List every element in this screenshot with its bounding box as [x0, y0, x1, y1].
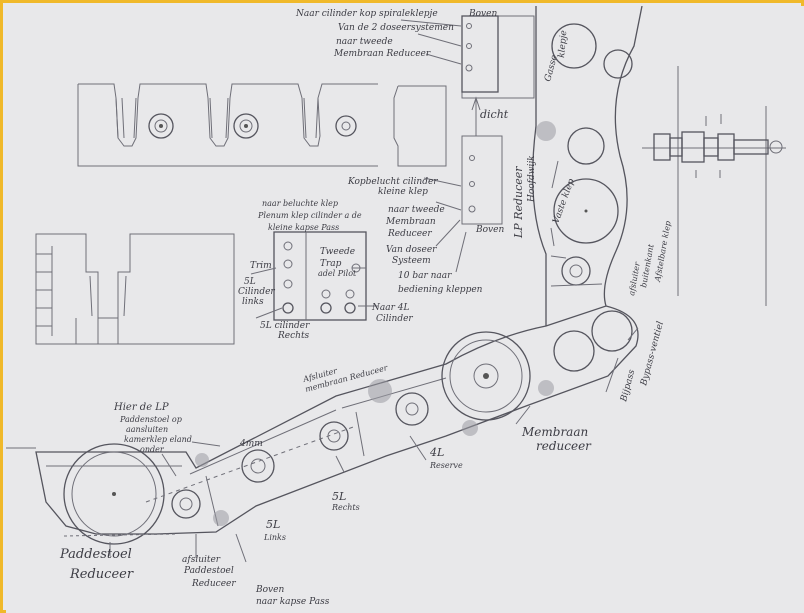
- label-box-tweede-3: adel Pilot: [318, 269, 357, 278]
- label-hier-lp-2: Paddenstoel op: [119, 415, 182, 424]
- label-box-title-3: kleine kapse Pass: [268, 223, 339, 232]
- label-van-doseer-2: Systeem: [392, 256, 431, 266]
- label-membraan-reduceer-2: reduceer: [536, 439, 592, 453]
- label-box-tweede-2: Trap: [320, 259, 342, 269]
- label-five-l-rechts-1: 5L: [332, 490, 346, 503]
- label-mid-list-4: Membraan: [385, 217, 436, 227]
- label-top-list-1: Naar cilinder kop spiraleklepje: [295, 9, 438, 19]
- label-van-doseer-1: Van doseer: [386, 245, 437, 255]
- control-box: [273, 231, 367, 321]
- label-boven-mid: Boven: [475, 225, 504, 235]
- label-five-l-links-2: Links: [263, 533, 286, 542]
- label-top-list-2: Van de 2 doseersystemen: [338, 23, 454, 33]
- label-mid-list-2: kleine klep: [378, 187, 428, 197]
- label-tien-bar-1: 10 bar naar: [398, 271, 452, 281]
- label-afsluiter-padd-1: afsluiter: [182, 555, 221, 565]
- valve-block-mid: [461, 120, 503, 225]
- label-box-5l-bottom-1: 5L cilinder: [260, 321, 310, 331]
- label-mid-list-5: Reduceer: [387, 229, 432, 239]
- left-block: [35, 233, 235, 345]
- label-box-5l-1: 5L: [244, 277, 256, 287]
- label-boven-bottom-1: Boven: [255, 585, 284, 595]
- technical-sketch: Naar cilinder kop spiraleklepje Boven Va…: [6, 6, 804, 613]
- label-five-l-rechts-2: Rechts: [331, 503, 360, 512]
- leader-lines: [109, 19, 639, 563]
- label-box-5l-bottom-2: Rechts: [277, 331, 310, 341]
- label-lp-reduceer: LP Reduceer: [512, 166, 525, 239]
- label-box-5l-3: links: [242, 297, 264, 307]
- label-four-l-1: 4L: [429, 446, 444, 459]
- label-five-l-links-1: 5L: [266, 518, 280, 531]
- label-four-l-2: Reserve: [429, 461, 463, 470]
- main-diagonal-plate: [6, 305, 639, 545]
- label-box-title-2: Plenum klep cilinder a de: [257, 211, 362, 220]
- label-box-title-1: naar beluchte klep: [262, 199, 338, 208]
- threaded-block-top: [77, 83, 447, 167]
- label-box-trim: Trim: [250, 261, 272, 271]
- label-paddestoel-1: Paddestoel: [59, 547, 132, 562]
- label-afsluiter-padd-3: Reduceer: [191, 579, 236, 589]
- right-plate: [532, 6, 643, 326]
- label-mid-list-3: naar tweede: [388, 205, 445, 215]
- label-dicht: dicht: [480, 108, 509, 121]
- label-membraan-reduceer-1: Membraan: [521, 425, 588, 439]
- label-paddestoel-2: Reduceer: [69, 567, 134, 582]
- label-top-list-4: Membraan Reduceer: [333, 49, 431, 59]
- label-tien-bar-2: bediening kleppen: [398, 285, 483, 295]
- label-hier-lp-4: kamerklep eland: [124, 435, 192, 444]
- right-fitting: [642, 66, 786, 306]
- label-box-tweede-1: Tweede: [320, 247, 355, 257]
- label-top-list-3: naar tweede: [336, 37, 393, 47]
- valve-block-top: [461, 15, 535, 120]
- label-hier-lp-3: aansluiten: [126, 425, 168, 434]
- label-box-5l-2: Cilinder: [238, 287, 275, 297]
- label-hier-lp-1: Hier de LP: [113, 402, 169, 413]
- label-hier-lp-5: onder: [140, 445, 165, 454]
- label-boven-top: Boven: [468, 9, 497, 19]
- label-mm: 4mm: [239, 439, 263, 449]
- label-naar-4l-1: Naar 4L: [371, 303, 409, 313]
- label-boven-bottom-2: naar kapse Pass: [256, 597, 330, 607]
- label-afsluiter-padd-2: Paddestoel: [183, 566, 234, 576]
- label-klep-top-right: klepje: [557, 30, 569, 58]
- label-naar-4l-2: Cilinder: [376, 314, 413, 324]
- label-mid-list-1: Kopbelucht cilinder: [347, 177, 438, 187]
- label-hoofdwijk: Hoofdwijk: [527, 155, 537, 203]
